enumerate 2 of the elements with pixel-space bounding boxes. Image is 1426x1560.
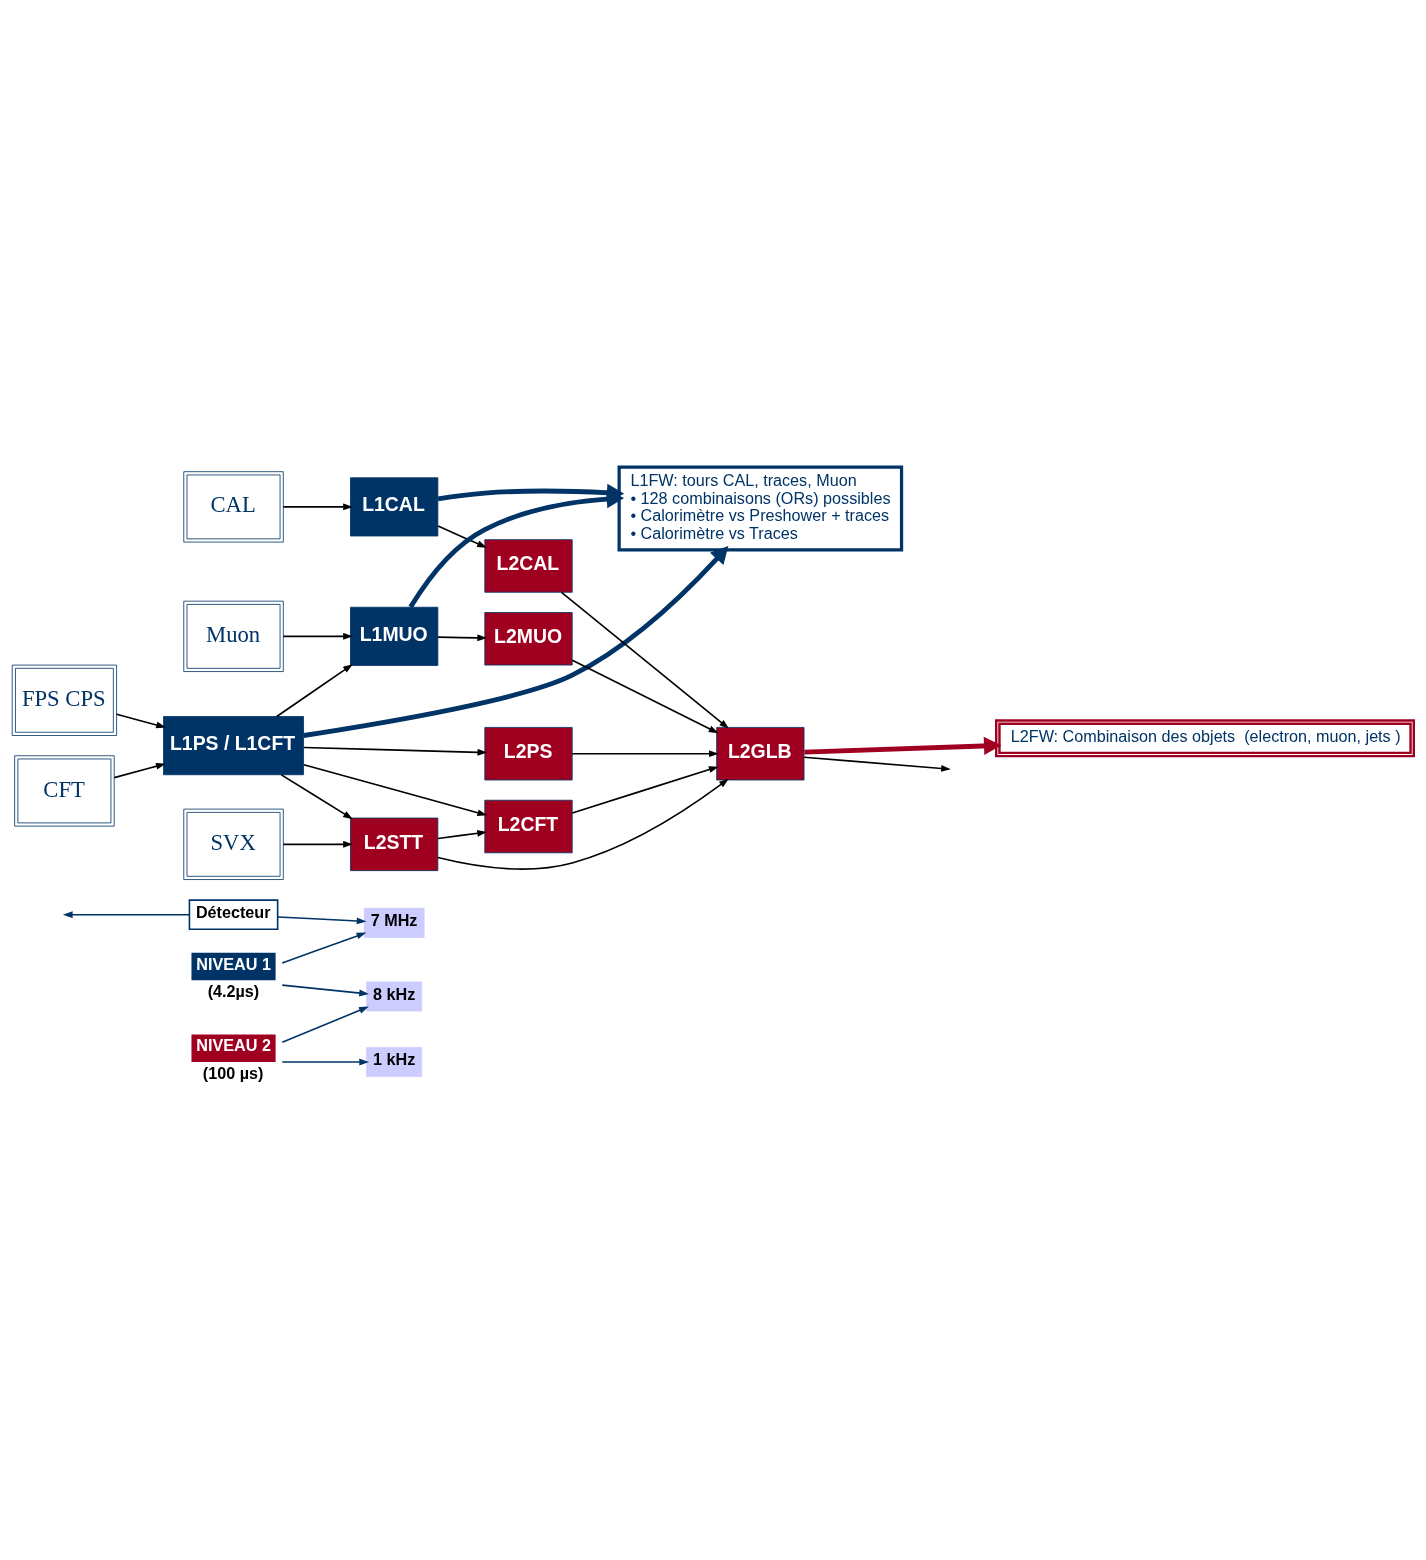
node-label: (4.2µs) — [207, 982, 260, 1001]
node-label: (100 µs) — [202, 1064, 264, 1083]
